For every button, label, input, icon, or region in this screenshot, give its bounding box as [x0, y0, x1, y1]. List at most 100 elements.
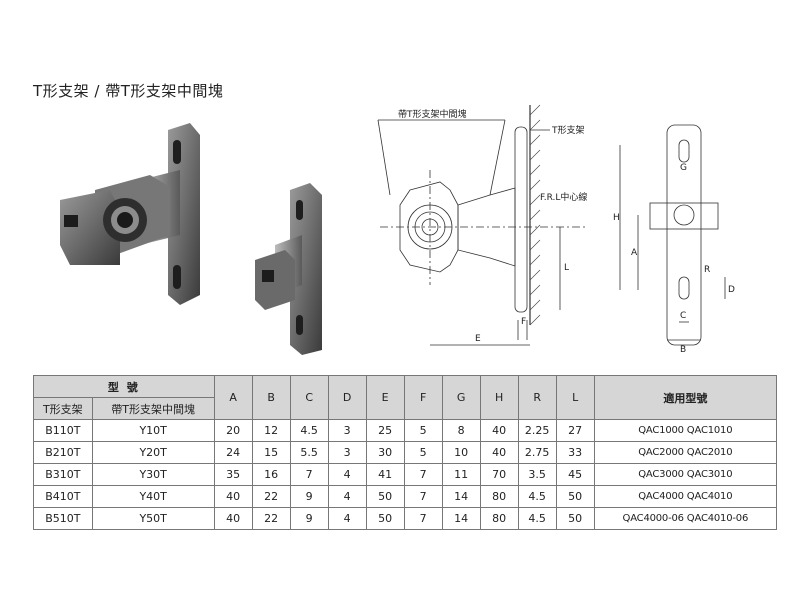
header-model: 型 號 [33, 375, 215, 398]
cell-t-bracket: B110T [33, 419, 93, 442]
cell-adapter: Y20T [91, 441, 215, 464]
cell-adapter: Y40T [91, 485, 215, 508]
table-subheader-row: T形支架 帶T形支架中間塊 [33, 397, 777, 420]
cell-dim-a: 35 [213, 463, 253, 486]
bracket-photo [255, 183, 322, 355]
cell-dim-d: 4 [327, 463, 367, 486]
cell-dim-r: 2.25 [517, 419, 557, 442]
dim-B: B [680, 345, 686, 355]
cell-dim-e: 30 [365, 441, 405, 464]
cell-dim-r: 2.75 [517, 441, 557, 464]
cell-applicable-models: QAC4000 QAC4010 [593, 485, 778, 508]
cell-dim-f: 7 [403, 485, 443, 508]
cell-applicable-models: QAC2000 QAC2010 [593, 441, 778, 464]
cell-dim-h: 40 [479, 441, 519, 464]
cell-dim-h: 40 [479, 419, 519, 442]
header-dim-f: F [403, 375, 443, 420]
cell-dim-l: 50 [555, 507, 595, 530]
cell-dim-f: 7 [403, 507, 443, 530]
cell-dim-l: 50 [555, 485, 595, 508]
dim-A: A [631, 248, 638, 258]
cell-dim-f: 5 [403, 419, 443, 442]
cell-dim-h: 80 [479, 485, 519, 508]
cell-dim-f: 5 [403, 441, 443, 464]
cell-dim-e: 25 [365, 419, 405, 442]
cell-dim-l: 33 [555, 441, 595, 464]
dim-H: H [613, 213, 620, 223]
header-dim-d: D [327, 375, 367, 420]
bracket-with-adapter-photo [60, 123, 200, 305]
cell-dim-b: 22 [251, 507, 291, 530]
table-header-row: 型 號 A B C D E F G H R L 適用型號 [33, 375, 778, 420]
cell-dim-c: 5.5 [289, 441, 329, 464]
cell-dim-l: 45 [555, 463, 595, 486]
cell-dim-d: 4 [327, 485, 367, 508]
cell-dim-a: 40 [213, 485, 253, 508]
cell-dim-a: 20 [213, 419, 253, 442]
cell-t-bracket: B210T [33, 441, 93, 464]
header-adapter: 帶T形支架中間塊 [91, 397, 215, 420]
cell-dim-h: 80 [479, 507, 519, 530]
cell-dim-a: 40 [213, 507, 253, 530]
cell-dim-g: 8 [441, 419, 481, 442]
cell-dim-d: 3 [327, 419, 367, 442]
cell-dim-g: 11 [441, 463, 481, 486]
header-dim-a: A [213, 375, 253, 420]
cell-dim-b: 15 [251, 441, 291, 464]
cell-dim-b: 16 [251, 463, 291, 486]
product-photo [60, 123, 322, 355]
cell-dim-b: 12 [251, 419, 291, 442]
cell-dim-g: 14 [441, 507, 481, 530]
dim-L: L [564, 263, 569, 273]
cell-applicable-models: QAC3000 QAC3010 [593, 463, 778, 486]
dim-F: F [521, 317, 526, 327]
dim-G: G [680, 163, 687, 173]
technical-drawing: 帶T形支架中間塊 T形支架 F.R.L中心線 E F L G H A R D C… [377, 104, 735, 355]
cell-applicable-models: QAC4000-06 QAC4010-06 [593, 507, 778, 530]
cell-dim-f: 7 [403, 463, 443, 486]
frl-label: F.R.L中心線 [540, 191, 587, 203]
cell-dim-c: 7 [289, 463, 329, 486]
bracket-label: T形支架 [551, 124, 585, 136]
header-t-bracket: T形支架 [33, 397, 93, 420]
dim-R: R [704, 265, 710, 275]
cell-dim-d: 3 [327, 441, 367, 464]
cell-dim-h: 70 [479, 463, 519, 486]
cell-dim-a: 24 [213, 441, 253, 464]
dim-E: E [475, 334, 481, 344]
cell-dim-g: 10 [441, 441, 481, 464]
header-dim-c: C [289, 375, 329, 420]
cell-t-bracket: B310T [33, 463, 93, 486]
cell-dim-r: 4.5 [517, 485, 557, 508]
cell-t-bracket: B410T [33, 485, 93, 508]
cell-applicable-models: QAC1000 QAC1010 [593, 419, 778, 442]
cell-dim-r: 3.5 [517, 463, 557, 486]
page-title: T形支架 / 帶T形支架中間塊 [33, 82, 224, 100]
cell-dim-g: 14 [441, 485, 481, 508]
dim-D: D [728, 285, 735, 295]
cell-dim-r: 4.5 [517, 507, 557, 530]
header-dim-b: B [251, 375, 291, 420]
header-dim-l: L [555, 375, 595, 420]
cell-dim-c: 9 [289, 485, 329, 508]
cell-dim-e: 50 [365, 507, 405, 530]
cell-t-bracket: B510T [33, 507, 93, 530]
header-dim-e: E [365, 375, 405, 420]
cell-adapter: Y30T [91, 463, 215, 486]
cell-dim-c: 9 [289, 507, 329, 530]
header-dim-h: H [479, 375, 519, 420]
cell-dim-c: 4.5 [289, 419, 329, 442]
cell-adapter: Y50T [91, 507, 215, 530]
header-dim-r: R [517, 375, 557, 420]
cell-dim-d: 4 [327, 507, 367, 530]
adapter-label: 帶T形支架中間塊 [398, 108, 467, 120]
header-apply: 適用型號 [593, 375, 778, 420]
cell-dim-e: 41 [365, 463, 405, 486]
cell-dim-b: 22 [251, 485, 291, 508]
